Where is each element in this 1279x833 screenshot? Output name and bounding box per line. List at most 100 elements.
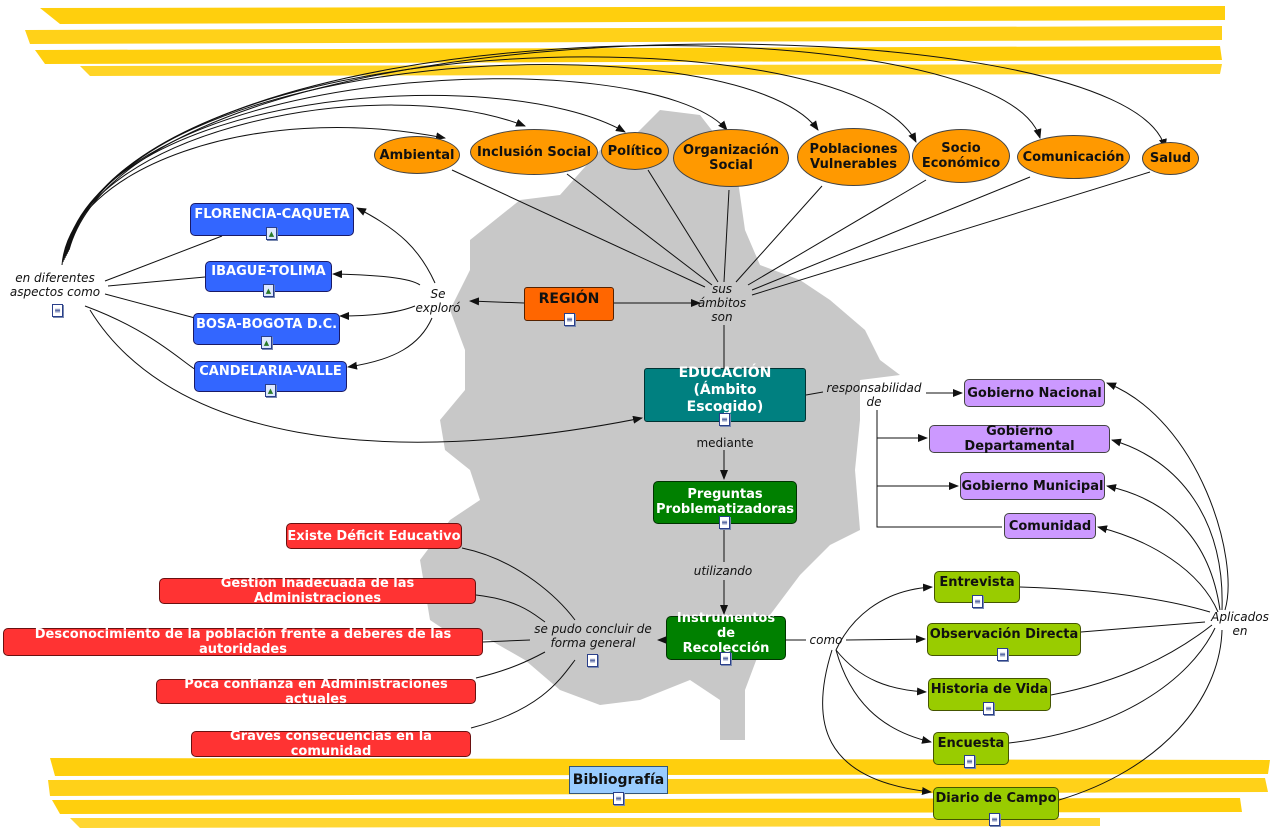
image-icon[interactable] — [265, 384, 276, 397]
link-applied: Aplicados en — [1211, 610, 1269, 638]
ambito-node[interactable]: Poblaciones Vulnerables — [797, 128, 910, 186]
image-icon[interactable] — [263, 284, 274, 297]
ambito-label: Socio Económico — [921, 141, 1001, 171]
connector-line — [339, 305, 416, 320]
place-label: FLORENCIA-CAQUETA — [194, 207, 350, 222]
connector-line — [356, 207, 436, 284]
ambito-node[interactable]: Político — [601, 132, 669, 170]
connector-line — [68, 43, 1167, 251]
connector-line — [469, 297, 525, 306]
connector-lines — [61, 43, 1229, 801]
connector-line — [1058, 629, 1223, 801]
government-node[interactable]: Comunidad — [1004, 513, 1096, 539]
connector-line — [835, 583, 933, 651]
connector-line — [107, 276, 206, 287]
instruments-label: Instrumentos de Recolección — [676, 610, 776, 656]
government-label: Gobierno Municipal — [961, 478, 1104, 494]
connector-line — [747, 179, 927, 286]
government-label: Gobierno Nacional — [967, 385, 1102, 401]
document-icon[interactable] — [983, 702, 994, 715]
conclusion-node[interactable]: Existe Déficit Educativo — [286, 523, 462, 549]
conclusion-node[interactable]: Poca confianza en Administraciones actua… — [156, 676, 476, 707]
conclusion-node[interactable]: Graves consecuencias en la comunidad — [191, 729, 471, 759]
document-icon[interactable] — [719, 413, 730, 426]
connector-line — [67, 45, 1042, 253]
connector-line — [470, 659, 576, 729]
connector-line — [1106, 382, 1229, 611]
connector-line — [835, 649, 932, 744]
image-icon[interactable] — [261, 336, 272, 349]
connector-line — [89, 309, 643, 443]
conclusion-label: Desconocimiento de la población frente a… — [34, 627, 452, 657]
questions-label: Preguntas Problematizadoras — [656, 486, 794, 517]
document-icon[interactable] — [972, 595, 983, 608]
image-icon[interactable] — [266, 227, 277, 240]
government-label: Comunidad — [1008, 518, 1092, 534]
place-label: CANDELARIA-VALLE — [199, 364, 342, 379]
connector-line — [751, 176, 1031, 291]
link-responsibility: responsabilidad de — [826, 381, 922, 409]
ambito-node[interactable]: Socio Económico — [912, 129, 1010, 183]
connector-line — [1019, 586, 1211, 613]
document-icon[interactable] — [719, 516, 730, 529]
conclusion-node[interactable]: Gestión Inadecuada de las Administracion… — [159, 576, 476, 606]
document-icon[interactable] — [720, 652, 731, 665]
ambito-node[interactable]: Salud — [1142, 142, 1199, 175]
place-node[interactable]: CANDELARIA-VALLE — [194, 361, 347, 392]
connector-line — [566, 173, 713, 286]
link-through: mediante — [696, 436, 754, 450]
connector-line — [1050, 624, 1213, 696]
ambito-label: Ambiental — [379, 147, 455, 163]
connector-line — [876, 410, 1002, 528]
document-icon[interactable] — [997, 648, 1008, 661]
connector-line — [84, 305, 197, 371]
government-label: Gobierno Departamental — [964, 424, 1075, 454]
connector-line — [104, 235, 223, 282]
ambito-label: Organización Social — [683, 143, 779, 173]
link-concluded: se pudo concluir de forma general — [534, 622, 652, 650]
connector-line — [647, 169, 719, 283]
conclusion-label: Poca confianza en Administraciones actua… — [184, 676, 448, 707]
place-node[interactable]: FLORENCIA-CAQUETA — [190, 203, 354, 236]
document-icon[interactable] — [564, 313, 575, 326]
ambito-node[interactable]: Ambiental — [374, 136, 460, 174]
connector-line — [451, 169, 706, 288]
document-icon[interactable] — [964, 755, 975, 768]
conclusion-label: Existe Déficit Educativo — [287, 528, 461, 544]
conclusion-node[interactable]: Desconocimiento de la población frente a… — [3, 627, 483, 657]
government-node[interactable]: Gobierno Municipal — [960, 472, 1105, 500]
connector-line — [751, 171, 1151, 296]
ambito-label: Salud — [1149, 151, 1192, 166]
link-like: como — [809, 633, 843, 647]
connector-line — [482, 639, 531, 643]
document-icon[interactable] — [613, 792, 624, 805]
document-icon[interactable] — [587, 654, 598, 667]
government-node[interactable]: Gobierno Nacional — [964, 379, 1105, 407]
place-node[interactable]: IBAGUE-TOLIMA — [205, 261, 332, 292]
colombia-map-silhouette — [420, 110, 900, 740]
instrument-label: Historia de Vida — [930, 682, 1049, 697]
connector-line — [845, 635, 926, 644]
connector-line — [475, 651, 546, 679]
ambito-node[interactable]: Comunicación — [1017, 135, 1130, 179]
connector-line — [66, 56, 917, 255]
document-icon[interactable] — [989, 813, 1000, 826]
conclusion-label: Gestión Inadecuada de las Administracion… — [220, 576, 415, 606]
document-icon[interactable] — [52, 304, 63, 317]
bibliography-label: Bibliografía — [572, 771, 665, 788]
education-label: EDUCACIÓN (Ámbito Escogido) — [678, 364, 772, 415]
bibliography-node[interactable]: Bibliografía — [569, 766, 668, 794]
ambito-label: Poblaciones Vulnerables — [809, 142, 898, 172]
ambito-node[interactable]: Organización Social — [673, 129, 789, 187]
connector-line — [723, 189, 730, 283]
connector-line — [835, 649, 927, 696]
connector-line — [735, 185, 823, 283]
ambito-node[interactable]: Inclusión Social — [470, 129, 598, 175]
link-different-aspects: en diferentes aspectos como — [9, 271, 101, 299]
conclusion-label: Graves consecuencias en la comunidad — [230, 729, 432, 759]
ambito-label: Inclusión Social — [476, 144, 592, 160]
connector-line — [1097, 525, 1219, 613]
government-node[interactable]: Gobierno Departamental — [929, 424, 1110, 454]
connector-line — [461, 547, 576, 621]
